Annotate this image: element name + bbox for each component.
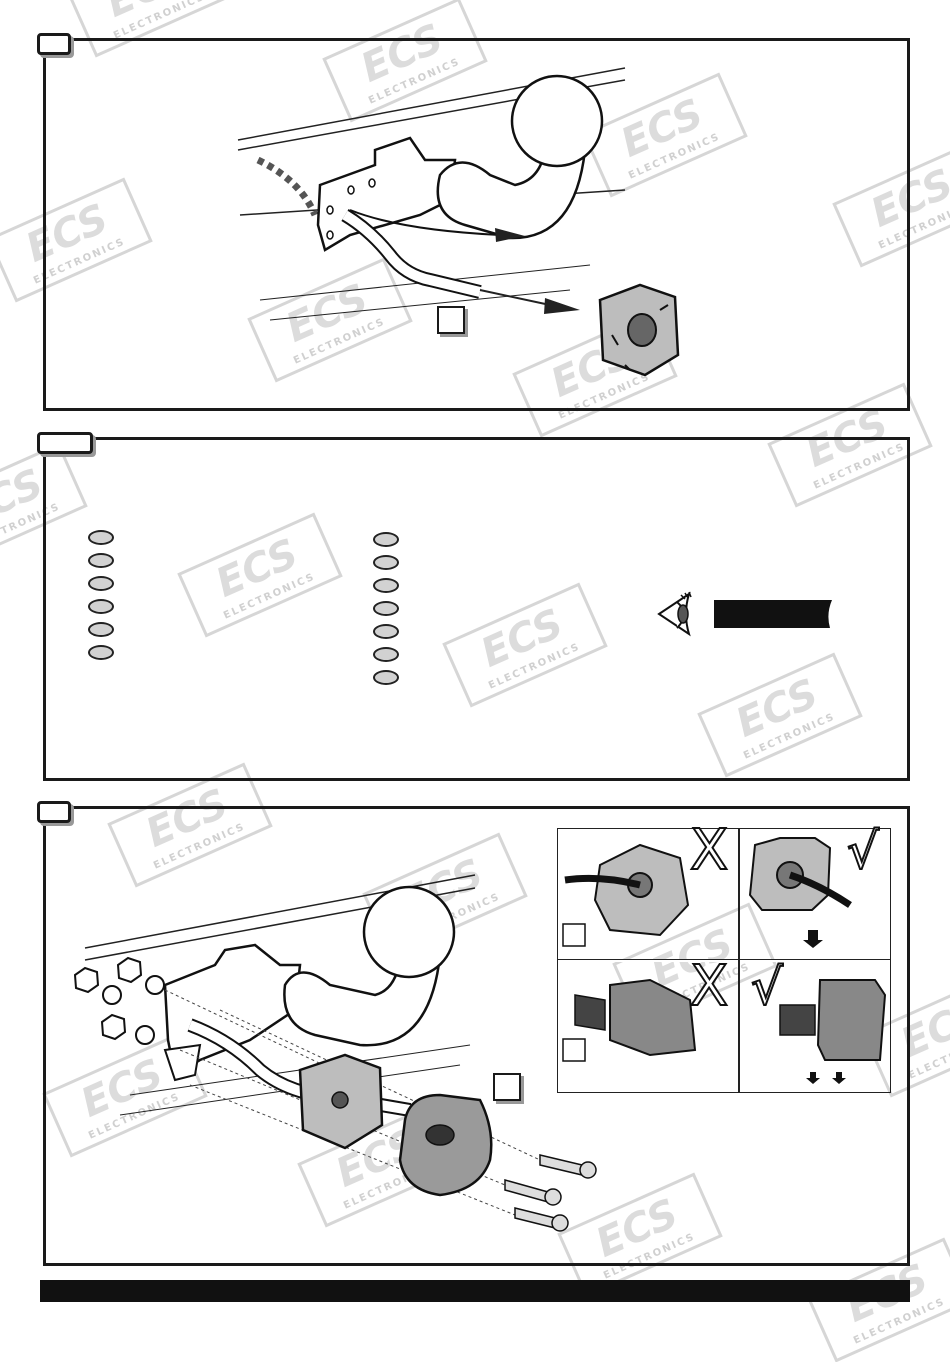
pin-marker: [373, 601, 399, 616]
panel-socket-mounting: [43, 806, 910, 1266]
socket-label-box: [437, 306, 465, 334]
pin-marker: [373, 578, 399, 593]
pin-marker: [373, 532, 399, 547]
towbar-wiring-illustration: [237, 67, 680, 377]
pin-marker: [373, 670, 399, 685]
inset-divider-vertical: [738, 829, 740, 1092]
inset-mounting-comparison: [557, 828, 891, 1093]
pin-marker: [373, 555, 399, 570]
pin-marker: [373, 647, 399, 662]
step-tab-1: [37, 33, 71, 55]
wrong-mark-bottom: X: [689, 954, 729, 1019]
right-mark-bottom: √: [750, 958, 784, 1016]
pin-marker: [88, 645, 114, 660]
panel-pin-assignment: [43, 437, 910, 781]
pin-marker: [373, 624, 399, 639]
pin-marker: [88, 553, 114, 568]
eye-icon: [657, 591, 692, 637]
panel-wiring-routing: [43, 38, 910, 411]
right-mark-top: √: [846, 822, 880, 880]
pin-marker: [88, 599, 114, 614]
footer-bar: [40, 1280, 910, 1302]
pin-marker: [88, 622, 114, 637]
wrong-mark-top: X: [689, 818, 729, 883]
label-strip: [714, 600, 832, 628]
step-tab-2: [37, 432, 93, 454]
socket-label-box: [493, 1073, 521, 1101]
step-tab-3: [37, 801, 71, 823]
inset-divider-horizontal: [558, 959, 890, 962]
pin-marker: [88, 530, 114, 545]
pin-marker: [88, 576, 114, 591]
